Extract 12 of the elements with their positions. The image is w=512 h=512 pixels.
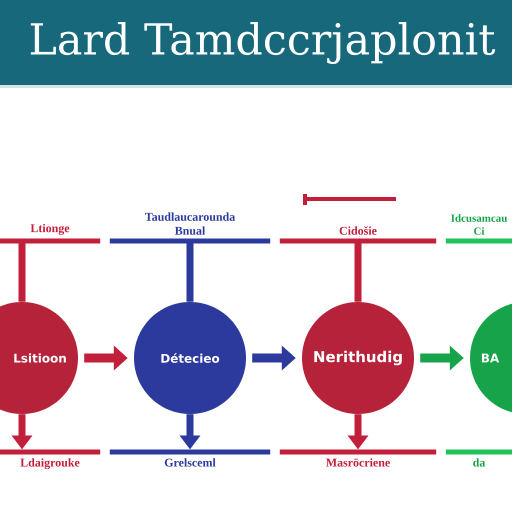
- step-label: Ldaigrouke: [0, 450, 100, 470]
- title-banner: Lard Tamdccrjaplonit: [0, 0, 512, 88]
- step-label: Grelsceml: [110, 450, 270, 467]
- step-label: Ltionge: [0, 224, 100, 244]
- step-label: Idcusamcau Ci: [446, 214, 512, 244]
- step-label: Taudlaucarounda Bnual: [110, 212, 270, 244]
- step-label: Cidošie: [280, 226, 436, 244]
- connector-line: [18, 241, 26, 302]
- step-label: da: [446, 450, 512, 467]
- connector-line: [186, 241, 194, 302]
- step-label: Masröcriene: [280, 450, 436, 467]
- connector-line: [354, 241, 362, 302]
